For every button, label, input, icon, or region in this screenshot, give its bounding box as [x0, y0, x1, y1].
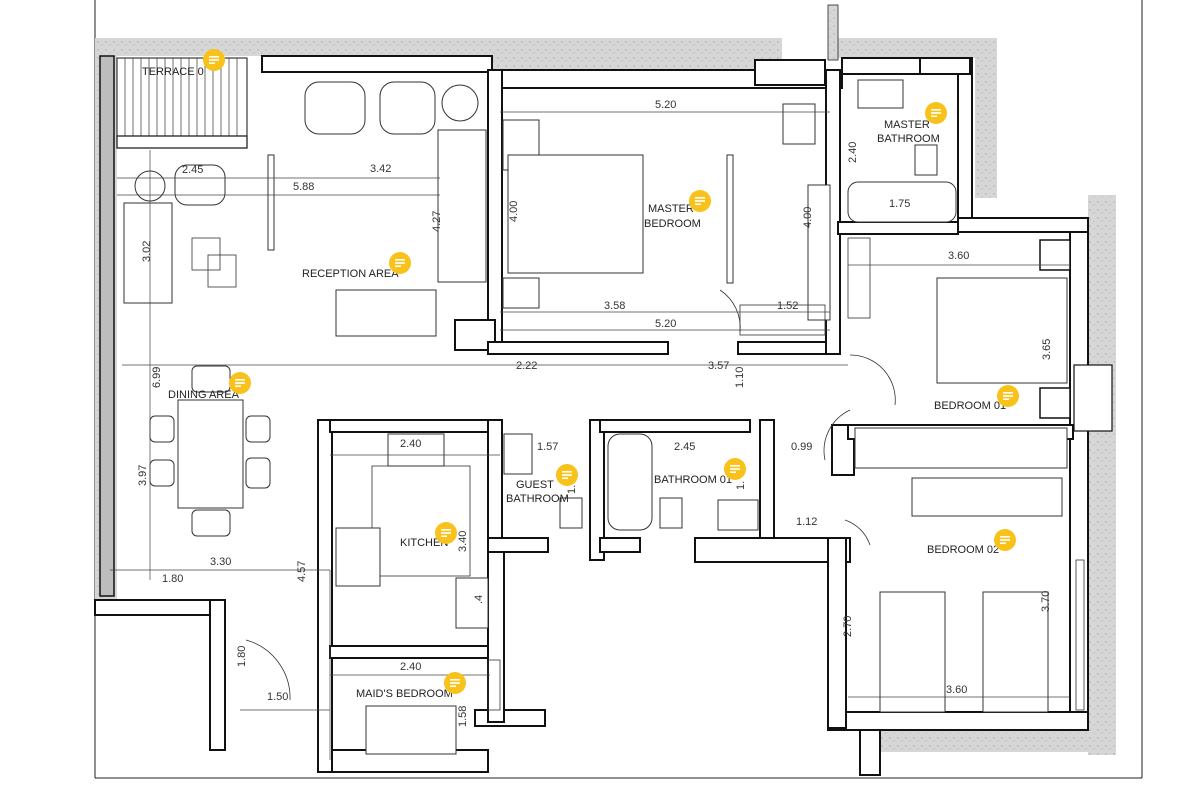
dim-2-40-kitchen: 2.40	[400, 438, 421, 450]
dim-2-70: 2.70	[842, 616, 854, 637]
dim-3-97: 3.97	[137, 465, 149, 486]
dim-guest-width: 1.	[566, 485, 578, 494]
dim-3-40: 3.40	[457, 531, 469, 552]
walls	[94, 55, 1113, 776]
dim-2-40-master-bath: 2.40	[847, 142, 859, 163]
label-reception-area: RECEPTION AREA	[302, 268, 399, 280]
comment-note-icon-master-bathroom[interactable]	[925, 102, 947, 124]
dim-3-02: 3.02	[141, 241, 153, 262]
comment-note-icon-reception[interactable]	[389, 252, 411, 274]
dim-2-40-maids: 2.40	[400, 661, 421, 673]
dim-6-99: 6.99	[151, 367, 163, 388]
dim-1-57: 1.57	[537, 441, 558, 453]
comment-note-icon-bathroom-01[interactable]	[724, 458, 746, 480]
label-kitchen: KITCHEN	[400, 537, 448, 549]
comment-note-icon-guest-bathroom[interactable]	[556, 464, 578, 486]
dim-4-00-master: 4.00	[508, 201, 520, 222]
dim-5-20-top: 5.20	[655, 99, 676, 111]
terrace	[116, 57, 248, 149]
label-master-bedroom-line2: BEDROOM	[644, 218, 701, 230]
label-master-bedroom-line1: MASTER	[648, 203, 694, 215]
label-guest-bathroom-line1: GUEST	[516, 479, 554, 491]
label-master-bathroom-line1: MASTER	[884, 119, 930, 131]
dim-1-50: 1.50	[267, 691, 288, 703]
dim-bathroom-width: 1.	[735, 481, 747, 490]
master-bedroom-furniture	[502, 103, 831, 336]
label-bedroom-02: BEDROOM 02	[927, 544, 999, 556]
dim-4-27: 4.27	[431, 211, 443, 232]
comment-note-icon-dining[interactable]	[229, 372, 251, 394]
dim-3-60-bedroom-01: 3.60	[948, 250, 969, 262]
label-master-bathroom-line2: BATHROOM	[877, 133, 940, 145]
comment-note-icon-kitchen[interactable]	[435, 522, 457, 544]
label-guest-bathroom-line2: BATHROOM	[506, 493, 569, 505]
dining-furniture	[149, 365, 271, 537]
reception-furniture	[123, 81, 487, 337]
bathroom-fixtures	[503, 433, 759, 531]
comment-note-icon-terrace[interactable]	[203, 49, 225, 71]
maids-room-furniture	[365, 659, 501, 755]
dim-1-75: 1.75	[889, 198, 910, 210]
label-terrace: TERRACE 0	[142, 66, 204, 78]
dim-3-42: 3.42	[370, 163, 391, 175]
label-bedroom-01: BEDROOM 01	[934, 400, 1006, 412]
door-swings	[245, 289, 896, 701]
bedroom-01-furniture	[854, 277, 1068, 469]
dim-4-57: 4.57	[296, 561, 308, 582]
dim-3-58: 3.58	[604, 300, 625, 312]
label-bathroom-01: BATHROOM 01	[654, 474, 732, 486]
dimension-lines	[110, 111, 1070, 760]
dim-sink-width: .4	[473, 595, 485, 604]
comment-note-icon-bedroom-01[interactable]	[997, 385, 1019, 407]
kitchen-fixtures	[335, 433, 489, 629]
dim-2-45-bath: 2.45	[674, 441, 695, 453]
comment-note-icon-master-bedroom[interactable]	[689, 190, 711, 212]
dim-1-58: 1.58	[457, 706, 469, 727]
dim-1-52: 1.52	[777, 300, 798, 312]
dim-3-57: 3.57	[708, 360, 729, 372]
dim-3-65: 3.65	[1041, 339, 1053, 360]
dim-3-30: 3.30	[210, 556, 231, 568]
dim-4-00-closet: 4.00	[802, 207, 814, 228]
dim-0-99: 0.99	[791, 441, 812, 453]
master-bathroom-fixtures	[847, 79, 957, 319]
dim-2-45-top: 2.45	[182, 164, 203, 176]
bedroom-02-furniture	[879, 477, 1085, 713]
dim-1-12: 1.12	[796, 516, 817, 528]
dim-5-20-bottom: 5.20	[655, 318, 676, 330]
label-dining-area: DINING AREA	[168, 389, 240, 401]
comment-note-icon-maids-bedroom[interactable]	[444, 672, 466, 694]
dim-3-60-bedroom-02: 3.60	[946, 684, 967, 696]
dim-2-22: 2.22	[516, 360, 537, 372]
dim-1-10: 1.10	[734, 367, 746, 388]
dim-5-88: 5.88	[293, 181, 314, 193]
dim-3-70: 3.70	[1040, 591, 1052, 612]
dim-1-80-vertical: 1.80	[236, 646, 248, 667]
label-maids-bedroom: MAID'S BEDROOM	[356, 688, 453, 700]
dim-1-80-horizontal: 1.80	[162, 573, 183, 585]
comment-note-icon-bedroom-02[interactable]	[994, 529, 1016, 551]
